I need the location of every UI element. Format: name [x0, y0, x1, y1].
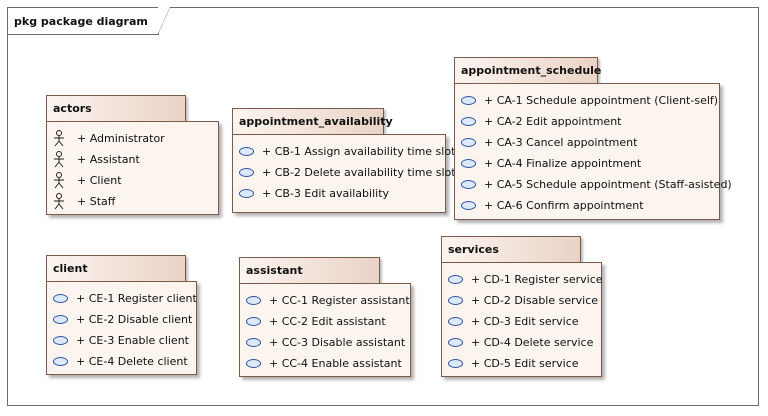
use-case-label: + CB-2 Delete availability time slot: [262, 166, 456, 179]
actor-icon: [54, 130, 64, 147]
use-case-label: + CE-4 Delete client: [76, 355, 188, 368]
use-case-icon: [239, 168, 254, 177]
use-case-icon: [448, 296, 463, 305]
use-case-item[interactable]: + CA-2 Edit appointment: [461, 111, 713, 132]
package-tab: assistant: [239, 257, 380, 283]
use-case-label: + CB-1 Assign availability time slot: [262, 145, 456, 158]
use-case-item[interactable]: + CC-4 Enable assistant: [246, 353, 404, 374]
use-case-label: + CC-4 Enable assistant: [269, 357, 402, 370]
package-body: + CE-1 Register client + CE-2 Disable cl…: [46, 281, 197, 375]
use-case-icon: [461, 180, 476, 189]
use-case-label: + CA-2 Edit appointment: [484, 115, 622, 128]
use-case-item[interactable]: + CE-4 Delete client: [53, 351, 190, 372]
use-case-icon: [53, 315, 68, 324]
use-case-item[interactable]: + CA-3 Cancel appointment: [461, 132, 713, 153]
use-case-icon: [246, 359, 261, 368]
use-case-icon: [246, 296, 261, 305]
use-case-label: + CC-1 Register assistant: [269, 294, 410, 307]
frame-label: pkg package diagram: [8, 7, 170, 35]
use-case-label: + CC-2 Edit assistant: [269, 315, 386, 328]
actor-item[interactable]: + Administrator: [53, 128, 212, 149]
package-tab: client: [46, 255, 186, 281]
use-case-item[interactable]: + CA-4 Finalize appointment: [461, 153, 713, 174]
use-case-icon: [448, 359, 463, 368]
package-tab: appointment_availability: [232, 108, 393, 134]
use-case-item[interactable]: + CE-3 Enable client: [53, 330, 190, 351]
actor-item[interactable]: + Assistant: [53, 149, 212, 170]
use-case-icon: [461, 159, 476, 168]
actor-item[interactable]: + Staff: [53, 191, 212, 212]
actor-icon: [54, 193, 64, 210]
use-case-label: + CB-3 Edit availability: [262, 187, 390, 200]
use-case-label: + CA-6 Confirm appointment: [484, 199, 644, 212]
use-case-item[interactable]: + CB-1 Assign availability time slot: [239, 141, 455, 162]
actor-label: + Administrator: [77, 132, 165, 145]
use-case-item[interactable]: + CC-3 Disable assistant: [246, 332, 406, 353]
package-body: + Administrator + Assistant + Client + S…: [46, 121, 219, 215]
use-case-item[interactable]: + CA-6 Confirm appointment: [461, 195, 713, 216]
use-case-label: + CD-4 Delete service: [471, 336, 594, 349]
use-case-icon: [448, 317, 463, 326]
package-body: + CB-1 Assign availability time slot + C…: [232, 134, 456, 213]
use-case-icon: [461, 117, 476, 126]
use-case-icon: [461, 138, 476, 147]
use-case-icon: [53, 357, 68, 366]
use-case-icon: [246, 338, 261, 347]
use-case-label: + CE-1 Register client: [76, 292, 197, 305]
use-case-icon: [53, 336, 68, 345]
use-case-item[interactable]: + CC-1 Register assistant: [246, 290, 410, 311]
package-body: + CD-1 Register service + CD-2 Disable s…: [441, 262, 603, 377]
package-body: + CA-1 Schedule appointment (Client-self…: [454, 83, 732, 220]
package-tab: actors: [46, 95, 186, 121]
use-case-item[interactable]: + CD-5 Edit service: [448, 353, 595, 374]
use-case-label: + CA-3 Cancel appointment: [484, 136, 638, 149]
use-case-label: + CD-5 Edit service: [471, 357, 579, 370]
actor-label: + Client: [77, 174, 122, 187]
use-case-label: + CE-3 Enable client: [76, 334, 189, 347]
actor-label: + Staff: [77, 195, 116, 208]
use-case-icon: [239, 147, 254, 156]
use-case-icon: [246, 317, 261, 326]
use-case-label: + CD-3 Edit service: [471, 315, 579, 328]
use-case-label: + CA-1 Schedule appointment (Client-self…: [484, 94, 719, 107]
use-case-label: + CE-2 Disable client: [76, 313, 193, 326]
use-case-item[interactable]: + CC-2 Edit assistant: [246, 311, 404, 332]
actor-label: + Assistant: [77, 153, 140, 166]
actor-icon: [54, 151, 64, 168]
use-case-icon: [448, 338, 463, 347]
use-case-icon: [239, 189, 254, 198]
use-case-item[interactable]: + CE-1 Register client: [53, 288, 197, 309]
use-case-item[interactable]: + CD-3 Edit service: [448, 311, 595, 332]
use-case-item[interactable]: + CD-1 Register service: [448, 269, 603, 290]
use-case-icon: [448, 275, 463, 284]
package-tab: appointment_schedule: [454, 57, 601, 83]
use-case-item[interactable]: + CD-4 Delete service: [448, 332, 595, 353]
use-case-label: + CD-1 Register service: [471, 273, 603, 286]
use-case-item[interactable]: + CD-2 Disable service: [448, 290, 599, 311]
use-case-item[interactable]: + CB-2 Delete availability time slot: [239, 162, 456, 183]
use-case-icon: [461, 96, 476, 105]
use-case-item[interactable]: + CA-5 Schedule appointment (Staff-asist…: [461, 174, 732, 195]
use-case-label: + CA-5 Schedule appointment (Staff-asist…: [484, 178, 732, 191]
package-body: + CC-1 Register assistant + CC-2 Edit as…: [239, 283, 411, 377]
use-case-icon: [53, 294, 68, 303]
actor-item[interactable]: + Client: [53, 170, 212, 191]
use-case-item[interactable]: + CE-2 Disable client: [53, 309, 193, 330]
use-case-item[interactable]: + CA-1 Schedule appointment (Client-self…: [461, 90, 718, 111]
use-case-item[interactable]: + CB-3 Edit availability: [239, 183, 439, 204]
use-case-label: + CC-3 Disable assistant: [269, 336, 406, 349]
use-case-label: + CA-4 Finalize appointment: [484, 157, 642, 170]
package-tab: services: [441, 236, 581, 262]
use-case-icon: [461, 201, 476, 210]
use-case-label: + CD-2 Disable service: [471, 294, 599, 307]
actor-icon: [54, 172, 64, 189]
